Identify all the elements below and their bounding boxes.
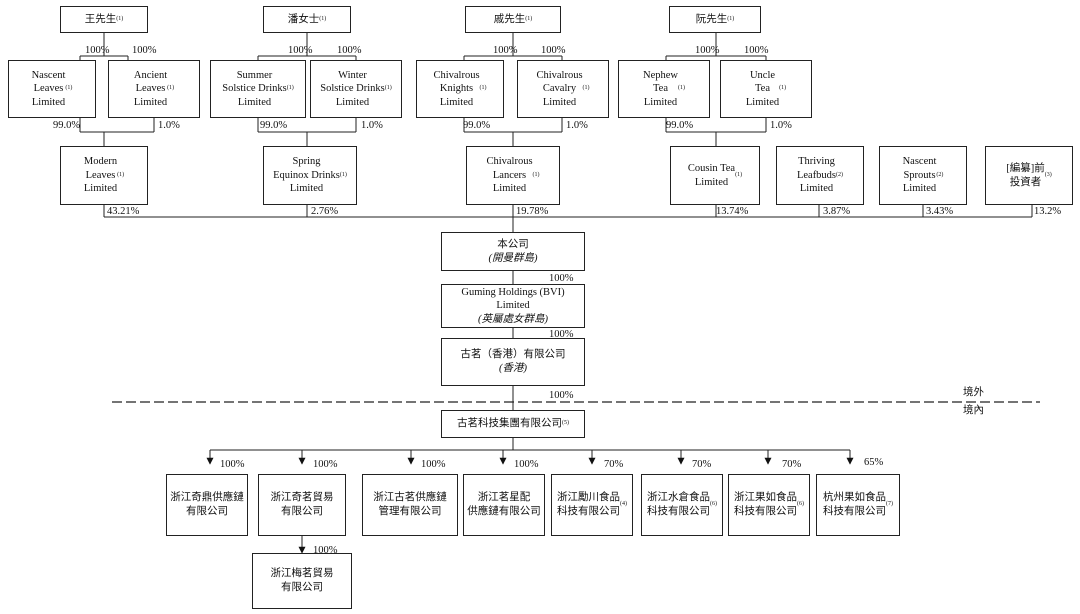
pct-cousin-company: 13.74% [716,206,749,217]
pct-subsidiary-qiming: 100% [313,459,338,470]
subsidiary-meiming-trade: 浙江梅茗貿易 有限公司 [252,553,352,609]
pct-thriving-company: 3.87% [823,206,851,217]
pct-qi-cavalry: 100% [541,45,566,56]
pct-subsidiary-shuicang: 70% [692,459,712,470]
pct-nascent-modern: 99.0% [53,120,81,131]
entity-nephew-tea: Nephew Tea Limited(1) [618,60,710,118]
entity-company: 本公司(開曼群島) [441,232,585,271]
entity-nascent-leaves: Nascent Leaves Limited(1) [8,60,96,118]
pct-subsidiary-lichuan: 70% [604,459,624,470]
entity-guming-tech: 古茗科技集團有限公司(5) [441,410,585,438]
pct-nephew-cousin: 99.0% [666,120,694,131]
pct-subsidiary-guoru-zj: 70% [782,459,802,470]
pct-ruan-uncle: 100% [744,45,769,56]
entity-ancient-leaves: Ancient Leaves Limited(1) [108,60,200,118]
entity-nascent-sprouts: Nascent Sprouts Limited(2) [879,146,967,205]
entity-chivalrous-cavalry: Chivalrous Cavalry Limited(1) [517,60,609,118]
entity-pre-investors: [編纂]前 投資者(3) [985,146,1073,205]
pct-hk-tech: 100% [549,390,574,401]
pct-cavalry-lancers: 1.0% [566,120,588,131]
subsidiary-qiming-trade: 浙江奇茗貿易 有限公司 [258,474,346,536]
entity-cousin-tea: Cousin Tea Limited(1) [670,146,760,205]
pct-subsidiary-guming: 100% [421,459,446,470]
label-onshore: 境內 [963,405,984,416]
pct-knights-lancers: 99.0% [463,120,491,131]
pct-spring-company: 2.76% [311,206,339,217]
subsidiary-guoru-zj: 浙江果如食品 科技有限公司(6) [728,474,810,536]
holder-ruan: 阮先生(1) [669,6,761,33]
pct-pan-winter: 100% [337,45,362,56]
holder-wang: 王先生(1) [60,6,148,33]
entity-thriving-leafbuds: Thriving Leafbuds Limited(2) [776,146,864,205]
pct-uncle-cousin: 1.0% [770,120,792,131]
entity-spring-equinox: Spring Equinox Drinks Limited(1) [263,146,357,205]
holder-qi: 戚先生(1) [465,6,561,33]
pct-winter-spring: 1.0% [361,120,383,131]
pct-subsidiary-guoru-hz: 65% [864,457,884,468]
pct-investors-company: 13.2% [1034,206,1062,217]
entity-guming-hk: 古茗（香港）有限公司(香港) [441,338,585,386]
entity-summer-solstice: Summer Solstice Drinks Limited(1) [210,60,306,118]
entity-winter-solstice: Winter Solstice Drinks Limited(1) [310,60,402,118]
pct-subsidiary-qiding: 100% [220,459,245,470]
pct-modern-company: 43.21% [107,206,140,217]
entity-uncle-tea: Uncle Tea Limited(1) [720,60,812,118]
entity-chivalrous-lancers: Chivalrous Lancers Limited(1) [466,146,560,205]
pct-company-bvi: 100% [549,273,574,284]
entity-guming-bvi: Guming Holdings (BVI) Limited(英屬處女群島) [441,284,585,328]
subsidiary-lichuan: 浙江勵川食品 科技有限公司(4) [551,474,633,536]
entity-modern-leaves: Modern Leaves Limited(1) [60,146,148,205]
pct-subsidiary-meiming: 100% [313,545,338,556]
subsidiary-qiding: 浙江奇鼎供應鏈 有限公司 [166,474,248,536]
subsidiary-mingxing: 浙江茗星配 供應鏈有限公司 [463,474,545,536]
holder-pan: 潘女士(1) [263,6,351,33]
pct-ancient-modern: 1.0% [158,120,180,131]
pct-subsidiary-mingxing: 100% [514,459,539,470]
pct-bvi-hk: 100% [549,329,574,340]
pct-lancers-company: 19.78% [516,206,549,217]
subsidiary-guoru-hz: 杭州果如食品 科技有限公司(7) [816,474,900,536]
entity-chivalrous-knights: Chivalrous Knights Limited(1) [416,60,504,118]
pct-pan-summer: 100% [288,45,313,56]
pct-summer-spring: 99.0% [260,120,288,131]
pct-qi-knights: 100% [493,45,518,56]
pct-ruan-nephew: 100% [695,45,720,56]
pct-wang-nascent: 100% [85,45,110,56]
subsidiary-guming-supply: 浙江古茗供應鏈 管理有限公司 [362,474,458,536]
label-offshore: 境外 [963,387,984,398]
subsidiary-shuicang: 浙江水倉食品 科技有限公司(6) [641,474,723,536]
pct-wang-ancient: 100% [132,45,157,56]
pct-sprouts-company: 3.43% [926,206,954,217]
